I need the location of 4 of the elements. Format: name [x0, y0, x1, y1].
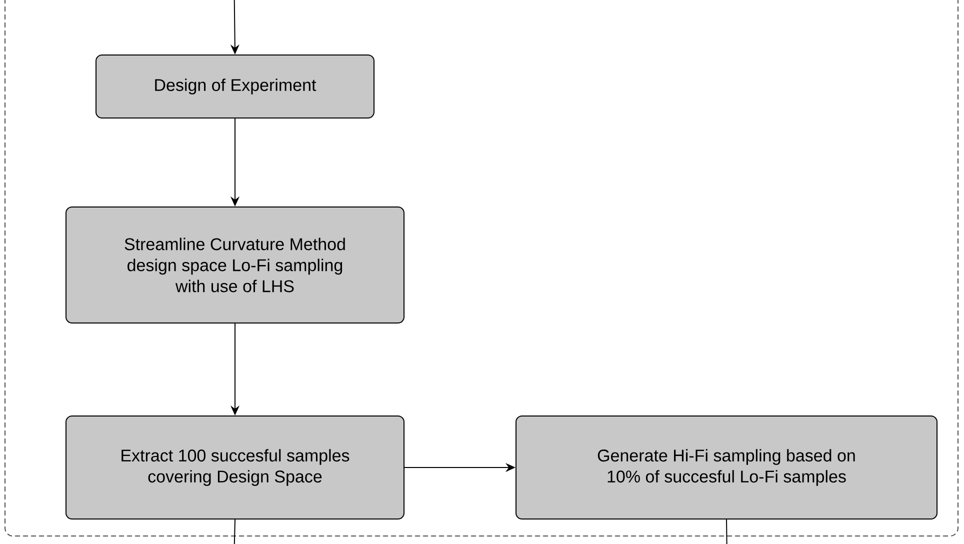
process-box: Design of Experiment [96, 54, 374, 118]
process-box: Streamline Curvature Method design space Lo-Fi sampling with use of LHS [66, 206, 404, 324]
process-box: Generate Hi-Fi sampling based on 10% of succesful Lo-Fi samples [516, 416, 938, 520]
process-box: Extract 100 succesful samples covering Design Space [66, 416, 404, 520]
